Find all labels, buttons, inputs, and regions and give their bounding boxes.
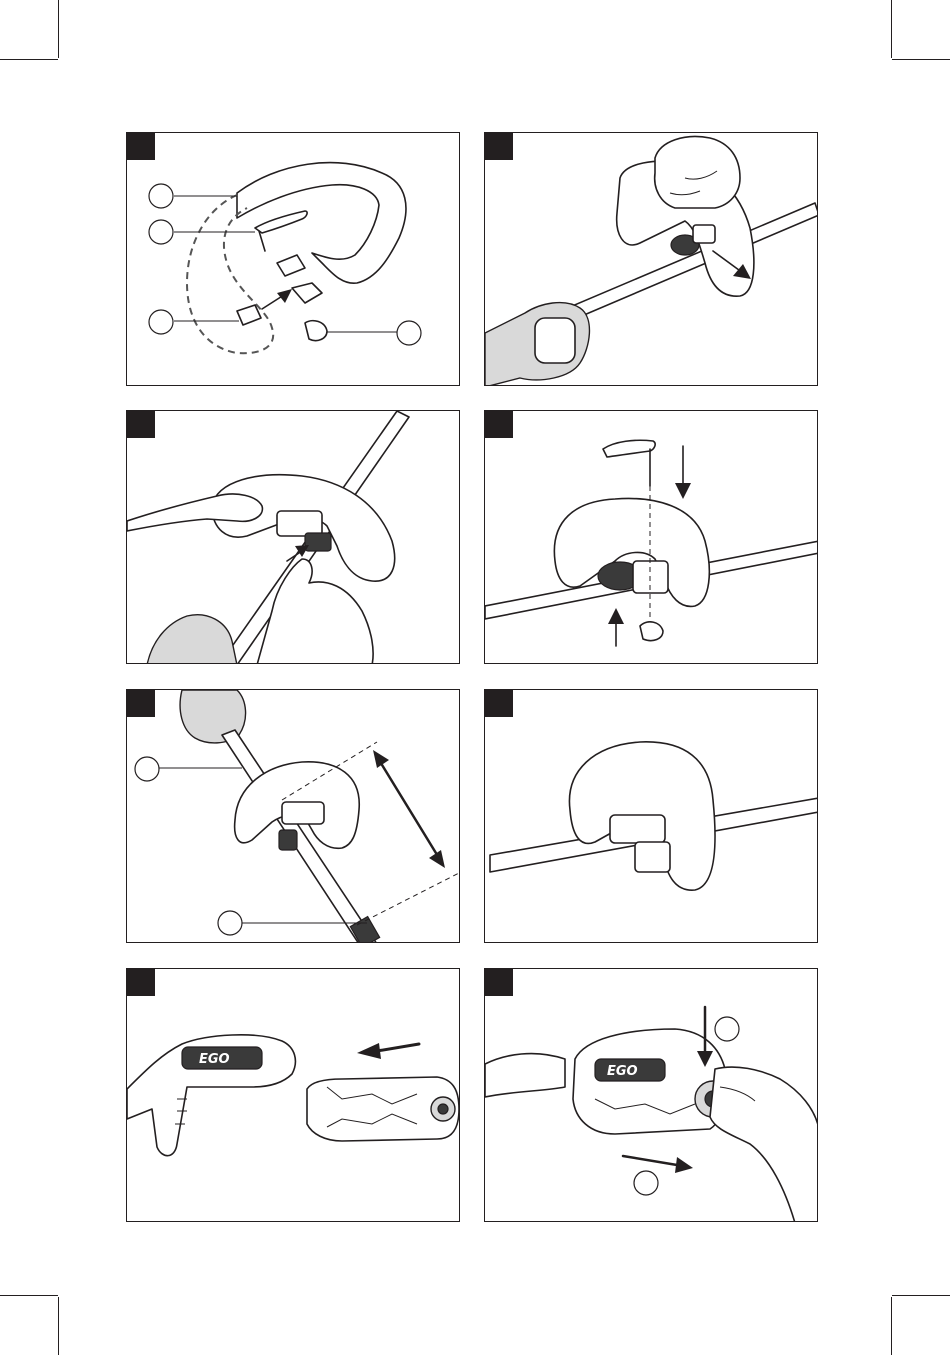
- double-arrow-icon: [127, 690, 460, 943]
- figure-handle-assembly-exploded: [126, 132, 460, 386]
- arrow-icon: [485, 411, 818, 664]
- figure-handle-installed: [484, 689, 818, 943]
- handle-icon: [127, 133, 460, 386]
- figure-handle-push-forward: [484, 132, 818, 386]
- hand-icon: EGO: [485, 969, 818, 1222]
- crop-mark-icon: [0, 1295, 58, 1296]
- figure-handle-knob-insert: [484, 410, 818, 664]
- figure-handle-clamp-press: [126, 410, 460, 664]
- callout-circle-icon: [149, 310, 173, 334]
- figure-battery-release: EGO: [484, 968, 818, 1222]
- brand-logo: EGO: [607, 1064, 638, 1079]
- crop-mark-icon: [892, 1295, 950, 1296]
- shaft-icon: [485, 690, 818, 943]
- callout-circle-icon: [149, 220, 173, 244]
- brand-logo: EGO: [199, 1052, 230, 1067]
- callout-circle-icon: [634, 1171, 658, 1195]
- crop-mark-icon: [891, 0, 892, 58]
- hand-icon: [127, 411, 460, 664]
- crop-mark-icon: [58, 0, 59, 58]
- callout-circle-icon: [149, 184, 173, 208]
- battery-icon: EGO: [127, 969, 460, 1222]
- hand-icon: [485, 133, 818, 386]
- figure-battery-slide-in: EGO: [126, 968, 460, 1222]
- figure-handle-position-range: [126, 689, 460, 943]
- callout-circle-icon: [135, 757, 159, 781]
- crop-mark-icon: [891, 1297, 892, 1355]
- crop-mark-icon: [892, 59, 950, 60]
- crop-mark-icon: [0, 59, 58, 60]
- callout-circle-icon: [218, 911, 242, 935]
- callout-circle-icon: [715, 1017, 739, 1041]
- crop-mark-icon: [58, 1297, 59, 1355]
- callout-circle-icon: [397, 321, 421, 345]
